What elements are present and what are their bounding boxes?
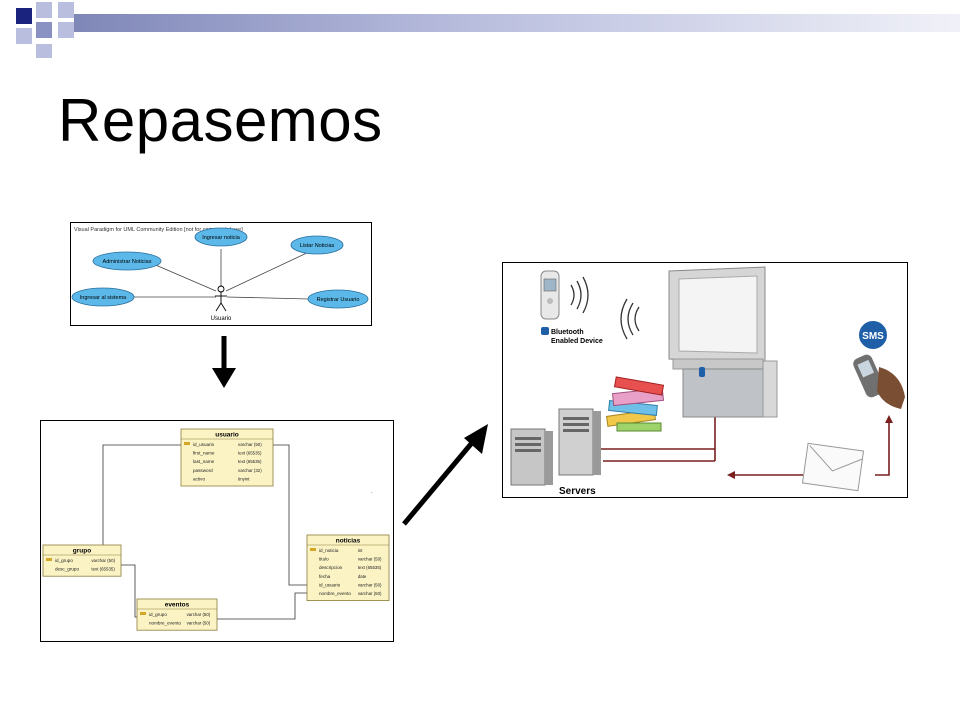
er-field-type: text (65535) [91,567,115,572]
usecase-listar-noticias [290,235,344,255]
diagonal-arrow-icon [402,424,488,526]
usecase-header: Visual Paradigm for UML Community Editio… [74,227,243,233]
bluetooth-label: Bluetooth [551,329,584,336]
books-icon [605,376,665,432]
bluetooth-label-2: Enabled Device [551,338,603,345]
sms-badge [857,319,889,351]
slide-title: Repasemos [58,87,383,154]
er-field-type: varchar (50) [91,558,115,563]
bluetooth-icon [541,327,549,335]
er-field-type: varchar (50) [187,621,211,626]
er-field-type: varchar (50) [187,612,211,617]
usecase-ingresar-sistema [71,287,135,307]
envelope-icon [801,442,865,492]
usecase-label: Registrar Usuario [317,297,360,303]
er-field-type: tinyint [238,476,250,481]
er-field-type: date [358,574,367,579]
hand-phone-icon [853,354,905,409]
er-table-title: eventos [165,602,190,609]
er-field-name: id_grupo [149,612,167,617]
er-field-name: titulo [319,557,329,562]
er-field-type: varchar (50) [358,591,382,596]
system-architecture-svg: Bluetooth Enabled Device SMS [510,266,905,497]
er-field-name: password [193,468,213,473]
er-field-name: id_usuario [319,582,341,587]
er-field-type: text (65535) [358,565,382,570]
er-field-type: varchar (50) [358,557,382,562]
signal-waves-icon [570,276,640,340]
er-table-noticias: noticias id_noticia int titulo varchar (50) d… [306,534,390,601]
mobile-phone-icon [540,270,560,320]
er-field-name: fecha [319,574,331,579]
er-field-name: last_name [193,459,215,464]
servers-label: Servers [559,486,596,497]
svg-text:.: . [371,489,373,495]
usecase-administrar-noticias [92,251,162,271]
er-field-type: varchar (50) [238,442,262,447]
er-table-title: usuario [215,432,239,439]
er-field-name: id_noticia [319,548,339,553]
actor-label: Usuario [211,316,232,322]
usecase-label: Listar Noticias [300,243,335,249]
er-field-name: id_usuario [193,442,215,447]
er-field-type: text (65535) [238,459,262,464]
primary-key-icon [46,558,52,561]
primary-key-icon [184,442,190,445]
er-field-name: desc_grupo [55,567,79,572]
er-field-name: activo [193,476,205,481]
usecase-diagram: Visual Paradigm for UML Community Editio… [70,222,372,326]
er-field-name: first_name [193,451,215,456]
down-arrow-icon [212,336,236,388]
er-field-type: varchar (50) [358,582,382,587]
primary-key-icon [310,548,316,551]
usecase-diagram-svg: Visual Paradigm for UML Community Editio… [71,227,369,322]
primary-key-icon [140,612,146,615]
usecase-label: Ingresar noticia [202,235,241,241]
er-field-name: nombre_evento [149,621,181,626]
er-field-type: varchar (32) [238,468,262,473]
actor-icon [215,285,227,312]
sms-label: SMS [862,331,884,342]
usecase-label: Ingresar al sistema [80,295,127,301]
header-gradient-bar [74,14,960,32]
er-table-title: noticias [336,538,361,545]
kiosk-terminal-icon [668,266,778,418]
er-field-type: text (65535) [238,451,262,456]
usecase-registrar-usuario [307,289,369,309]
servers-icon [510,408,601,486]
er-field-name: nombre_evento [319,591,351,596]
er-field-name: descripcion [319,565,343,570]
er-table-title: grupo [73,548,91,555]
usecase-label: Administrar Noticias [103,259,152,265]
er-relations [102,444,307,620]
system-architecture: Bluetooth Enabled Device SMS [502,262,908,498]
network-wires [598,413,890,476]
usecase-ingresar-noticia [194,227,248,247]
er-field-type: int [358,548,363,553]
er-field-name: id_grupo [55,558,73,563]
